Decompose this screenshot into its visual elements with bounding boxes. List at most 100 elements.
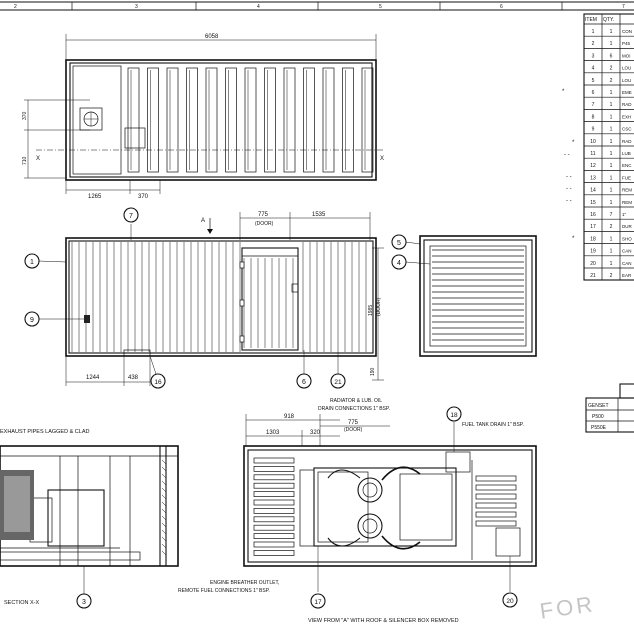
plan-dim-left: 1265 <box>88 194 102 200</box>
parts-row-desc: SHO <box>622 236 632 241</box>
frame-column-strip: 2 3 4 5 6 7 <box>0 1 634 11</box>
note-radiator-1: RADIATOR & LUB. OIL <box>330 398 382 404</box>
parts-row-item: 14 <box>590 188 596 194</box>
parts-row-item: 9 <box>592 127 595 133</box>
section-mark-right: X <box>380 156 384 162</box>
parts-row-item: 15 <box>590 200 596 206</box>
side-dim-top-b: 1535 <box>312 212 326 218</box>
callout-20: 20 <box>506 598 514 605</box>
parts-row-desc: RAD <box>622 102 632 107</box>
svg-text:*: * <box>562 89 565 95</box>
section-mark-left: X <box>36 156 40 162</box>
note-breather-2: REMOTE FUEL CONNECTIONS 1" BSP. <box>178 588 270 594</box>
parts-row-desc: MOI <box>622 53 631 58</box>
plan-dim-v2: 710 <box>22 156 28 165</box>
svg-text:*: * <box>572 140 575 146</box>
parts-row-desc: RAD <box>622 139 632 144</box>
section-xx: EXHAUST PIPES LAGGED & CLAD SECTION X-X <box>0 429 179 606</box>
parts-row-desc: P45 <box>622 41 631 46</box>
callout-21: 21 <box>334 379 342 386</box>
parts-row-qty: 1 <box>610 114 613 120</box>
column-number: 4 <box>257 4 260 10</box>
parts-row-item: 18 <box>590 236 596 242</box>
callout-6: 6 <box>302 379 306 386</box>
parts-row-item: 3 <box>592 53 595 59</box>
top-view-from-a: RADIATOR & LUB. OIL DRAIN CONNECTIONS 1"… <box>178 398 537 624</box>
callout-18: 18 <box>450 412 458 419</box>
svg-text:- -: - - <box>566 174 572 180</box>
parts-row-qty: 1 <box>610 127 613 133</box>
callout-7: 7 <box>129 213 133 220</box>
column-number: 5 <box>379 4 382 10</box>
parts-row-item: 19 <box>590 249 596 255</box>
callout-9: 9 <box>30 317 34 324</box>
parts-row-item: 17 <box>590 224 596 230</box>
parts-row-desc: EME <box>622 90 632 95</box>
end-elevation <box>419 235 537 357</box>
plan-view: 6058 X X 370 710 1265 370 <box>22 34 384 200</box>
parts-row-item: 16 <box>590 212 596 218</box>
parts-row-qty: 1 <box>610 261 613 267</box>
parts-row-qty: 2 <box>610 273 613 279</box>
genset-header: GENSET <box>588 403 609 409</box>
parts-row-desc: DUR <box>622 224 632 229</box>
parts-row-desc: CON <box>622 29 632 34</box>
parts-row-item: 12 <box>590 163 596 169</box>
parts-row-item: 20 <box>590 261 596 267</box>
note-breather-1: ENGINE BREATHER OUTLET, <box>210 580 279 586</box>
svg-text:- -: - - <box>566 198 572 204</box>
parts-row-item: 5 <box>592 78 595 84</box>
top-dim-775-sub: (DOOR) <box>344 427 363 433</box>
note-fuel-drain: FUEL TANK DRAIN 1" BSP. <box>462 422 524 428</box>
section-note: EXHAUST PIPES LAGGED & CLAD <box>0 429 89 435</box>
parts-row-item: 21 <box>590 273 596 279</box>
parts-row-qty: 2 <box>610 224 613 230</box>
parts-row-qty: 1 <box>610 200 613 206</box>
parts-row-qty: 1 <box>610 163 613 169</box>
parts-row-item: 13 <box>590 175 596 181</box>
parts-row-qty: 2 <box>610 78 613 84</box>
side-dim-height: 1985 <box>368 305 374 316</box>
parts-row-item: 1 <box>592 29 595 35</box>
svg-text:*: * <box>572 236 575 242</box>
top-dim-320: 320 <box>310 430 321 436</box>
svg-text:- -: - - <box>564 152 570 158</box>
callout-3: 3 <box>82 599 86 606</box>
top-dim-918: 918 <box>284 414 295 420</box>
svg-text:- -: - - <box>566 186 572 192</box>
plan-dim-overall: 6058 <box>205 34 219 40</box>
side-dim-bottom-a: 1244 <box>86 375 100 381</box>
callout-5: 5 <box>397 240 401 247</box>
parts-row-item: 4 <box>592 66 595 72</box>
side-elevation: 775 (DOOR) 1535 A 1985 (DOOR) 190 <box>65 212 384 386</box>
parts-row-qty: 2 <box>610 66 613 72</box>
parts-row-desc: REM <box>622 200 632 205</box>
genset-table: GENSET P500 P550E <box>585 383 634 433</box>
parts-row-desc: ENC <box>622 163 632 168</box>
parts-row-item: 6 <box>592 90 595 96</box>
side-dim-height-sub: (DOOR) <box>376 297 382 316</box>
column-number: 6 <box>500 4 503 10</box>
note-radiator-2: DRAIN CONNECTIONS 1" BSP. <box>318 406 390 412</box>
parts-row-desc: LUB <box>622 151 631 156</box>
side-dim-top-a-sub: (DOOR) <box>255 221 274 227</box>
column-number: 2 <box>14 4 17 10</box>
parts-row-desc: LOU <box>622 66 631 71</box>
watermark: FOR <box>538 591 596 623</box>
parts-row-item: 2 <box>592 41 595 47</box>
callout-4: 4 <box>397 260 401 267</box>
plan-dim-v1: 370 <box>22 111 28 120</box>
callout-16: 16 <box>154 379 162 386</box>
column-number: 7 <box>622 4 625 10</box>
parts-row-item: 10 <box>590 139 596 145</box>
callout-17: 17 <box>314 599 322 606</box>
view-arrow-label: A <box>201 218 205 224</box>
parts-row-qty: 7 <box>610 212 613 218</box>
callout-1: 1 <box>30 259 34 266</box>
parts-row-desc: CAN <box>622 249 632 254</box>
parts-row-desc: CAN <box>622 261 632 266</box>
genset-row: P550E <box>591 425 607 431</box>
parts-row-item: 7 <box>592 102 595 108</box>
